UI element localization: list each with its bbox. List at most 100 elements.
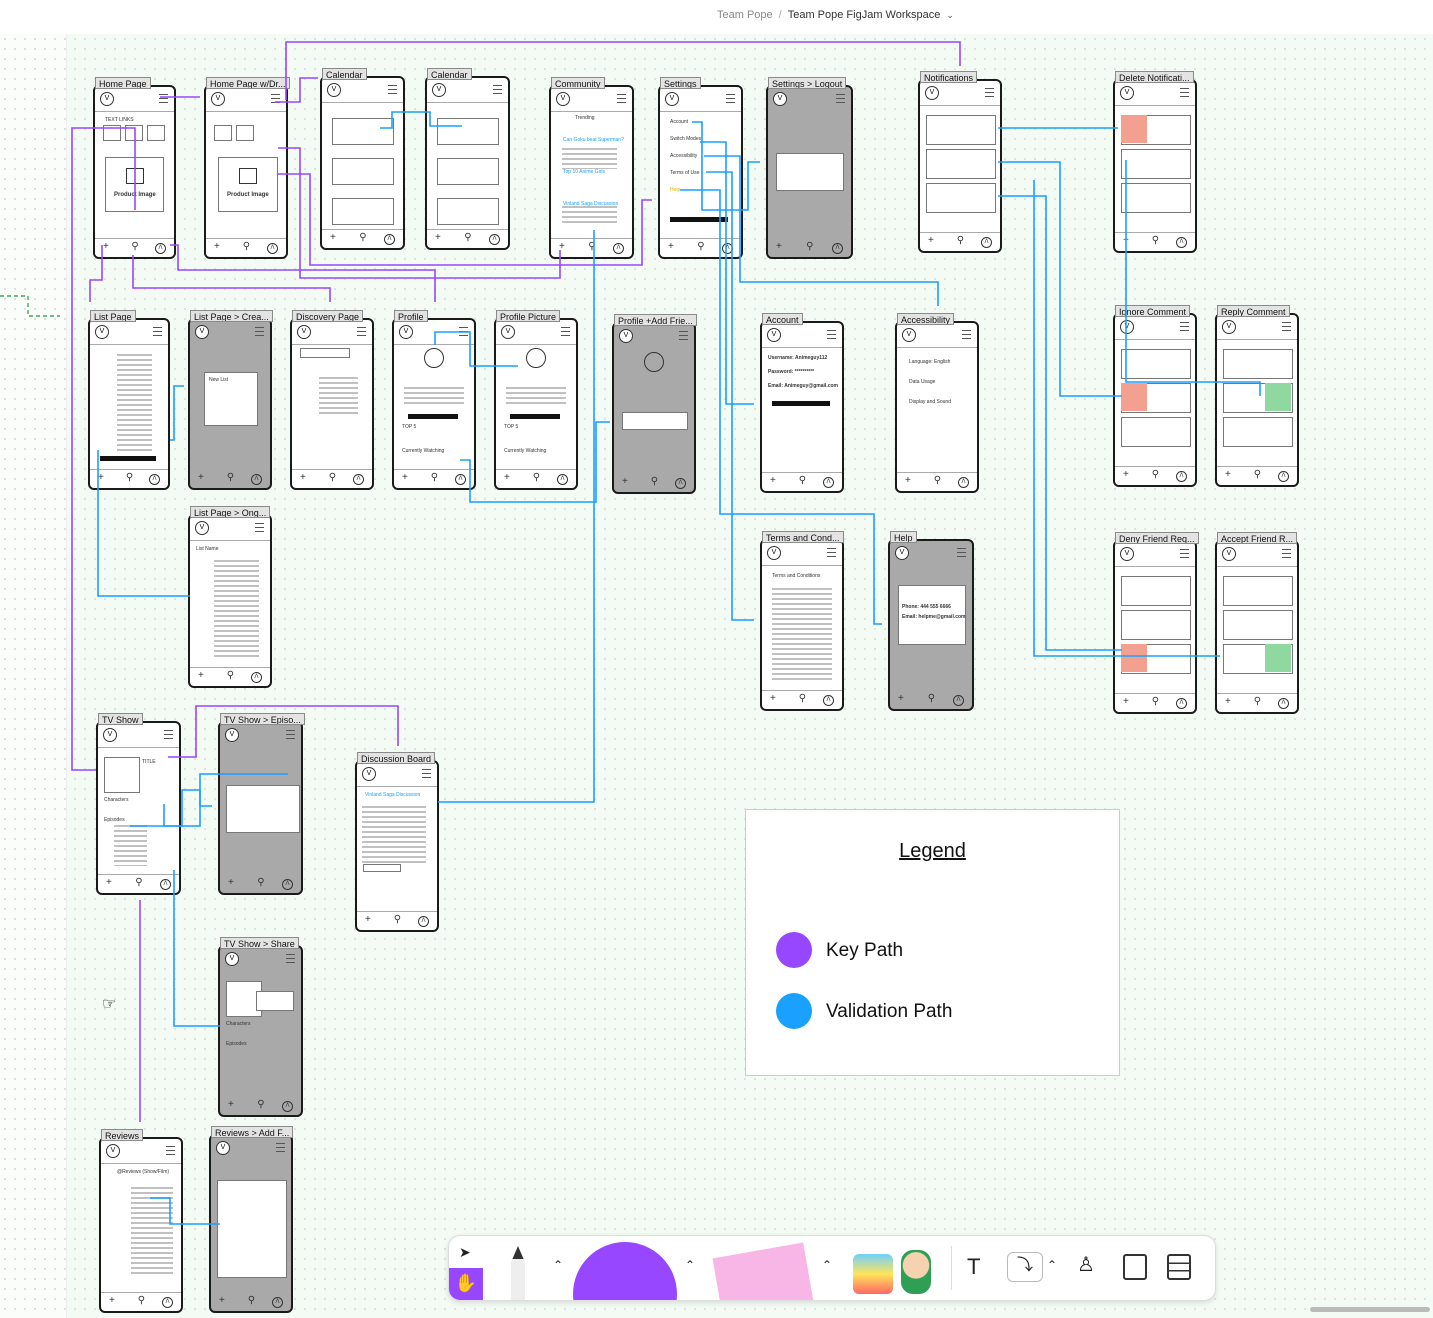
frame-terms-and-conditions[interactable]: V Terms and Conditions +⚲Λ Terms and Con… (760, 531, 844, 711)
legend-label: Key Path (826, 940, 904, 961)
phone-screen: V Product Image +⚲Λ (204, 85, 288, 259)
add-friend-dialog[interactable] (622, 412, 688, 430)
legend-label: Validation Path (826, 1001, 953, 1022)
shape-circle-icon[interactable] (573, 1242, 677, 1300)
frame-reviews[interactable]: V @Reviews (Show/Film) +⚲Λ Reviews (99, 1129, 183, 1313)
frame-tv-show-episode[interactable]: V +⚲Λ TV Show > Episo... (218, 713, 305, 895)
logout-dialog[interactable] (776, 153, 844, 191)
frame-deny-friend-request[interactable]: V +⚲Λ Deny Friend Req... (1113, 532, 1199, 714)
frame-label: Profile +Add Frie... (614, 314, 697, 326)
frame-label: Reviews (101, 1129, 144, 1141)
frame-tv-show[interactable]: V TITLE Characters Episodes +⚲Λ TV Show (96, 713, 181, 895)
frame-tv-show-share[interactable]: V Characters Episodes +⚲Λ TV Show > Shar… (218, 937, 303, 1117)
comment-input[interactable] (363, 864, 401, 872)
add-list-button[interactable] (100, 456, 156, 461)
chevron-up-icon[interactable]: ⌃ (822, 1258, 833, 1272)
table-icon[interactable] (1167, 1254, 1191, 1280)
settings-item[interactable]: Terms of Use (670, 170, 700, 176)
frame-discussion-board[interactable]: V Vinland Saga Discussion +⚲Λ Discussion… (355, 752, 439, 932)
frame-list-page[interactable]: V +⚲Λ List Page (88, 310, 170, 490)
legend-panel[interactable]: Legend Key Path Validation Path (745, 809, 1120, 1076)
frame-label: Reply Comment (1217, 305, 1290, 317)
settings-item[interactable]: Account (670, 119, 689, 125)
frame-list-page-create[interactable]: V New List +⚲Λ List Page > Crea... (188, 310, 273, 490)
settings-item[interactable]: Accessibility (670, 153, 698, 159)
bottom-toolbar: ➤ ✋ ⌃ ⌃ ⌃ T ⤵ ⌃ ♙ (448, 1235, 1216, 1301)
accessibility-item[interactable]: Data Usage (909, 379, 936, 385)
accessibility-item[interactable]: Display and Sound (909, 399, 951, 405)
frame-discovery-page[interactable]: V +⚲Λ Discovery Page (290, 310, 374, 490)
frame-accept-friend-request[interactable]: V +⚲Λ Accept Friend R... (1215, 532, 1299, 714)
frame-home-page[interactable]: V TEXT LINKS Product Image +⚲Λ Home Page (93, 77, 176, 259)
frame-label: Reviews > Add F... (211, 1126, 294, 1138)
frame-accessibility[interactable]: V Language: English Data Usage Display a… (895, 313, 979, 493)
search-input[interactable] (300, 348, 350, 358)
phone-screen: V +⚲Λ (290, 318, 374, 490)
frame-profile-add-friend[interactable]: V +⚲Λ Profile +Add Frie... (612, 314, 697, 494)
frame-label: List Page > Crea... (190, 310, 273, 322)
camera-sticker-icon[interactable] (853, 1254, 893, 1294)
chevron-down-icon[interactable]: ⌄ (946, 10, 954, 20)
section-icon[interactable] (1123, 1254, 1147, 1280)
frame-profile-picture[interactable]: V TOP 5 Currently Watching +⚲Λ Profile P… (494, 310, 578, 490)
text-tool-icon[interactable]: T (967, 1254, 981, 1279)
frame-list-page-ongoing[interactable]: V List Name +⚲Λ List Page > Ong... (188, 506, 272, 688)
frame-help[interactable]: V Phone: 444 555 6666 Email: helpme@gmai… (888, 531, 974, 711)
frame-notifications[interactable]: V +⚲Λ Notifications (918, 71, 1002, 253)
marker-icon[interactable] (511, 1246, 525, 1300)
frame-profile[interactable]: V TOP 5 Currently Watching +⚲Λ Profile (392, 310, 476, 490)
phone-screen: V +⚲Λ (218, 721, 303, 895)
canvas-offscreen-area (0, 34, 67, 1318)
share-popup[interactable] (256, 991, 294, 1011)
frame-settings[interactable]: V Account Switch Modes Accessibility Ter… (658, 77, 743, 259)
settings-item[interactable]: Switch Modes (670, 136, 702, 142)
character-sticker-icon[interactable] (901, 1250, 931, 1294)
top5-label: TOP 5 (402, 424, 417, 430)
avatar[interactable] (526, 348, 546, 368)
chevron-up-icon[interactable]: ⌃ (553, 1258, 564, 1272)
frame-reviews-add[interactable]: V +⚲Λ Reviews > Add F... (209, 1126, 294, 1313)
avatar[interactable] (424, 348, 444, 368)
cursor-arrow-icon[interactable]: ➤ (459, 1244, 471, 1260)
frame-label: Discovery Page (292, 310, 364, 322)
product-image-placeholder: Product Image (218, 157, 278, 212)
logout-button[interactable] (670, 217, 728, 222)
chevron-up-icon[interactable]: ⌃ (685, 1258, 696, 1272)
post-link[interactable]: Top 10 Anime Girls (563, 169, 605, 175)
frame-calendar-2[interactable]: V +⚲Λ Calendar (425, 68, 510, 250)
accessibility-item[interactable]: Language: English (909, 359, 951, 365)
frame-settings-logout[interactable]: V +⚲Λ Settings > Logout (766, 77, 853, 259)
new-list-dialog[interactable]: New List (204, 372, 258, 426)
phone-screen: V @Reviews (Show/Film) +⚲Λ (99, 1137, 183, 1313)
sticky-note-icon[interactable] (712, 1242, 814, 1300)
breadcrumb-file[interactable]: Team Pope FigJam Workspace (787, 9, 941, 21)
frame-calendar-1[interactable]: V +⚲Λ Calendar (320, 68, 405, 250)
hand-tool-icon[interactable]: ✋ (449, 1268, 483, 1300)
frame-label: Settings (660, 77, 701, 89)
phone-screen: V +⚲Λ (88, 318, 170, 490)
frame-label: Account (762, 313, 803, 325)
frame-community[interactable]: V Trending Can Goku beat Superman? Top 1… (549, 77, 634, 259)
frame-label: Deny Friend Req... (1115, 532, 1199, 544)
frame-home-page-drawer[interactable]: V Product Image +⚲Λ Home Page w/Dr... (204, 77, 290, 259)
breadcrumb-team[interactable]: Team Pope (717, 9, 773, 21)
post-link[interactable]: Can Goku beat Superman? (563, 137, 624, 143)
phone-screen: V Trending Can Goku beat Superman? Top 1… (549, 85, 634, 259)
stamp-icon[interactable]: ♙ (1077, 1254, 1095, 1276)
chevron-up-icon[interactable]: ⌃ (1047, 1258, 1058, 1272)
update-account-button[interactable] (772, 401, 830, 406)
settings-item[interactable]: Help (670, 187, 681, 193)
frame-ignore-comment[interactable]: V +⚲Λ Ignore Comment (1113, 305, 1197, 487)
image-icon (239, 168, 257, 184)
add-review-dialog[interactable] (217, 1180, 287, 1278)
phone-screen: V TOP 5 Currently Watching +⚲Λ (494, 318, 578, 490)
frame-account[interactable]: V Username: Animeguy112 Password: ******… (760, 313, 844, 493)
avatar (644, 352, 664, 372)
connector-icon[interactable]: ⤵ (1007, 1252, 1043, 1282)
episode-dialog[interactable] (226, 785, 300, 833)
horizontal-scrollbar[interactable] (1310, 1307, 1430, 1312)
frame-delete-notification[interactable]: V +⚲Λ Delete Notificati... (1113, 71, 1197, 253)
help-dialog: Phone: 444 555 6666 Email: helpme@gmail.… (898, 585, 966, 645)
frame-reply-comment[interactable]: V +⚲Λ Reply Comment (1215, 305, 1299, 487)
trending-label: Trending (575, 115, 595, 121)
